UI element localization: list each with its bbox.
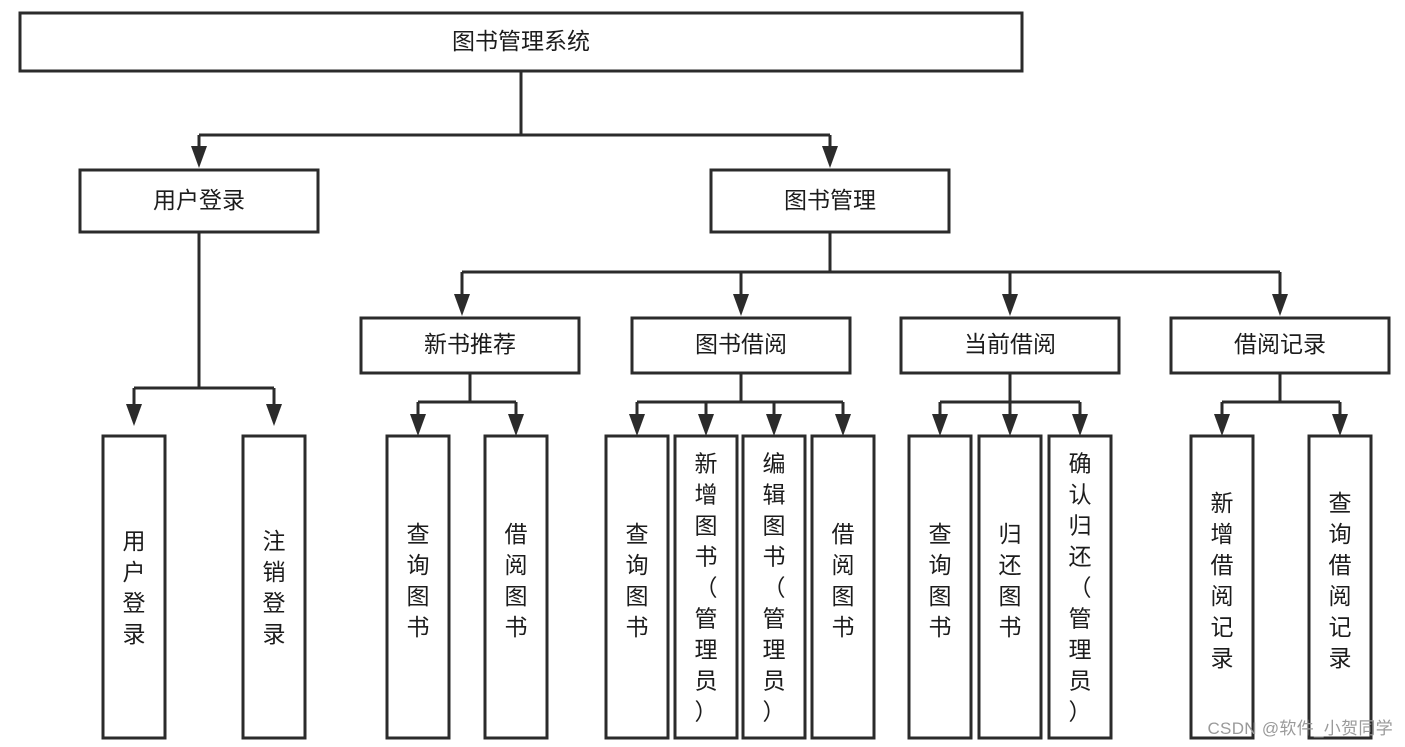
leaf-bw-add-book[interactable]: 新增图书（管理员） — [673, 434, 739, 740]
node-borrow-record-box — [1169, 316, 1391, 375]
arrow-to-user-login — [191, 146, 207, 168]
arrow-to-leaf-user-login — [126, 404, 142, 426]
leaf-logout[interactable]: 注销登录 — [241, 434, 307, 740]
node-book-borrow[interactable]: 图书借阅 — [630, 316, 852, 375]
edges-borrow-to-leaves — [629, 373, 851, 436]
arrow-to-cb-leaf-2 — [1002, 414, 1018, 436]
leaf-user-login-box — [101, 434, 167, 740]
edges-new-book-to-leaves — [410, 373, 524, 436]
leaf-logout-box — [241, 434, 307, 740]
node-current-borrow-box — [899, 316, 1121, 375]
leaf-bw-borrow-book-label: 借阅图书 — [832, 521, 855, 640]
node-user-login[interactable]: 用户登录 — [78, 168, 320, 234]
arrow-to-nb-leaf-1 — [410, 414, 426, 436]
node-book-borrow-box — [630, 316, 852, 375]
arrow-to-bw-leaf-1 — [629, 414, 645, 436]
leaf-bw-query-book[interactable]: 查询图书 — [604, 434, 670, 740]
leaf-cb-query-book-label: 查询图书 — [929, 521, 952, 640]
arrow-to-bw-leaf-3 — [766, 414, 782, 436]
leaf-cb-return-book-box — [977, 434, 1043, 740]
leaf-nb-query-book[interactable]: 查询图书 — [385, 434, 451, 740]
arrow-to-leaf-logout — [266, 404, 282, 426]
node-current-borrow-label: 当前借阅 — [964, 331, 1056, 357]
arrow-to-rc-leaf-1 — [1214, 414, 1230, 436]
arrow-to-new-book — [454, 294, 470, 316]
arrow-to-cb-leaf-1 — [932, 414, 948, 436]
node-borrow-record-label: 借阅记录 — [1234, 331, 1326, 357]
leaf-bw-query-book-box — [604, 434, 670, 740]
leaf-bw-query-book-label: 查询图书 — [626, 521, 649, 640]
leaf-rc-query-record[interactable]: 查询借阅记录 — [1307, 434, 1373, 740]
leaf-bw-edit-book-label: 编辑图书（管理员） — [763, 451, 786, 725]
node-current-borrow[interactable]: 当前借阅 — [899, 316, 1121, 375]
leaf-bw-borrow-book-box — [810, 434, 876, 740]
leaf-user-login-label: 用户登录 — [123, 528, 146, 647]
leaf-bw-edit-book-box — [741, 434, 807, 740]
edges-book-mgmt-to-level3 — [454, 232, 1288, 316]
arrow-to-bw-leaf-2 — [698, 414, 714, 436]
node-new-book-recommend-label: 新书推荐 — [424, 331, 516, 357]
leaf-rc-add-record-label: 新增借阅记录 — [1211, 490, 1234, 671]
leaf-nb-query-book-box — [385, 434, 451, 740]
arrow-to-nb-leaf-2 — [508, 414, 524, 436]
node-book-management-label: 图书管理 — [784, 187, 876, 213]
arrow-to-record — [1272, 294, 1288, 316]
leaf-nb-borrow-book-box — [483, 434, 549, 740]
leaf-rc-add-record-box — [1189, 434, 1255, 740]
node-user-login-box — [78, 168, 320, 234]
leaf-nb-borrow-book[interactable]: 借阅图书 — [483, 434, 549, 740]
leaf-nb-borrow-book-label: 借阅图书 — [505, 521, 528, 640]
edges-current-to-leaves — [932, 373, 1088, 436]
leaf-rc-query-record-box — [1307, 434, 1373, 740]
node-root-label: 图书管理系统 — [452, 28, 590, 54]
arrow-to-book-mgmt — [822, 146, 838, 168]
edges-record-to-leaves — [1214, 373, 1348, 436]
leaf-nb-query-book-label: 查询图书 — [407, 521, 430, 640]
edges-user-login-to-leaves — [126, 232, 282, 426]
leaf-bw-edit-book[interactable]: 编辑图书（管理员） — [741, 434, 807, 740]
leaf-cb-confirm-return[interactable]: 确认归还（管理员） — [1047, 434, 1113, 740]
leaf-cb-confirm-return-label: 确认归还（管理员） — [1069, 451, 1092, 725]
leaf-bw-borrow-book[interactable]: 借阅图书 — [810, 434, 876, 740]
leaf-bw-add-book-label: 新增图书（管理员） — [695, 451, 718, 725]
leaf-user-login[interactable]: 用户登录 — [101, 434, 167, 740]
node-new-book-recommend-box — [359, 316, 581, 375]
leaf-cb-return-book-label: 归还图书 — [999, 521, 1022, 640]
leaf-cb-return-book[interactable]: 归还图书 — [977, 434, 1043, 740]
node-root-box — [18, 11, 1024, 73]
node-book-management[interactable]: 图书管理 — [709, 168, 951, 234]
node-book-borrow-label: 图书借阅 — [695, 331, 787, 357]
leaf-cb-query-book-box — [907, 434, 973, 740]
arrow-to-borrow — [733, 294, 749, 316]
arrow-to-cb-leaf-3 — [1072, 414, 1088, 436]
leaf-logout-label: 注销登录 — [263, 528, 286, 647]
csdn-watermark: CSDN @软件_小贺同学 — [1207, 719, 1393, 738]
node-user-login-label: 用户登录 — [153, 187, 245, 213]
arrow-to-bw-leaf-4 — [835, 414, 851, 436]
node-new-book-recommend[interactable]: 新书推荐 — [359, 316, 581, 375]
leaf-rc-query-record-label: 查询借阅记录 — [1329, 490, 1352, 671]
leaf-cb-query-book[interactable]: 查询图书 — [907, 434, 973, 740]
edges-root-to-level2 — [191, 71, 838, 168]
node-borrow-record[interactable]: 借阅记录 — [1169, 316, 1391, 375]
arrow-to-rc-leaf-2 — [1332, 414, 1348, 436]
leaf-bw-add-book-box — [673, 434, 739, 740]
leaf-cb-confirm-return-box — [1047, 434, 1113, 740]
arrow-to-current — [1002, 294, 1018, 316]
node-root-system[interactable]: 图书管理系统 — [18, 11, 1024, 73]
node-book-management-box — [709, 168, 951, 234]
leaf-rc-add-record[interactable]: 新增借阅记录 — [1189, 434, 1255, 740]
